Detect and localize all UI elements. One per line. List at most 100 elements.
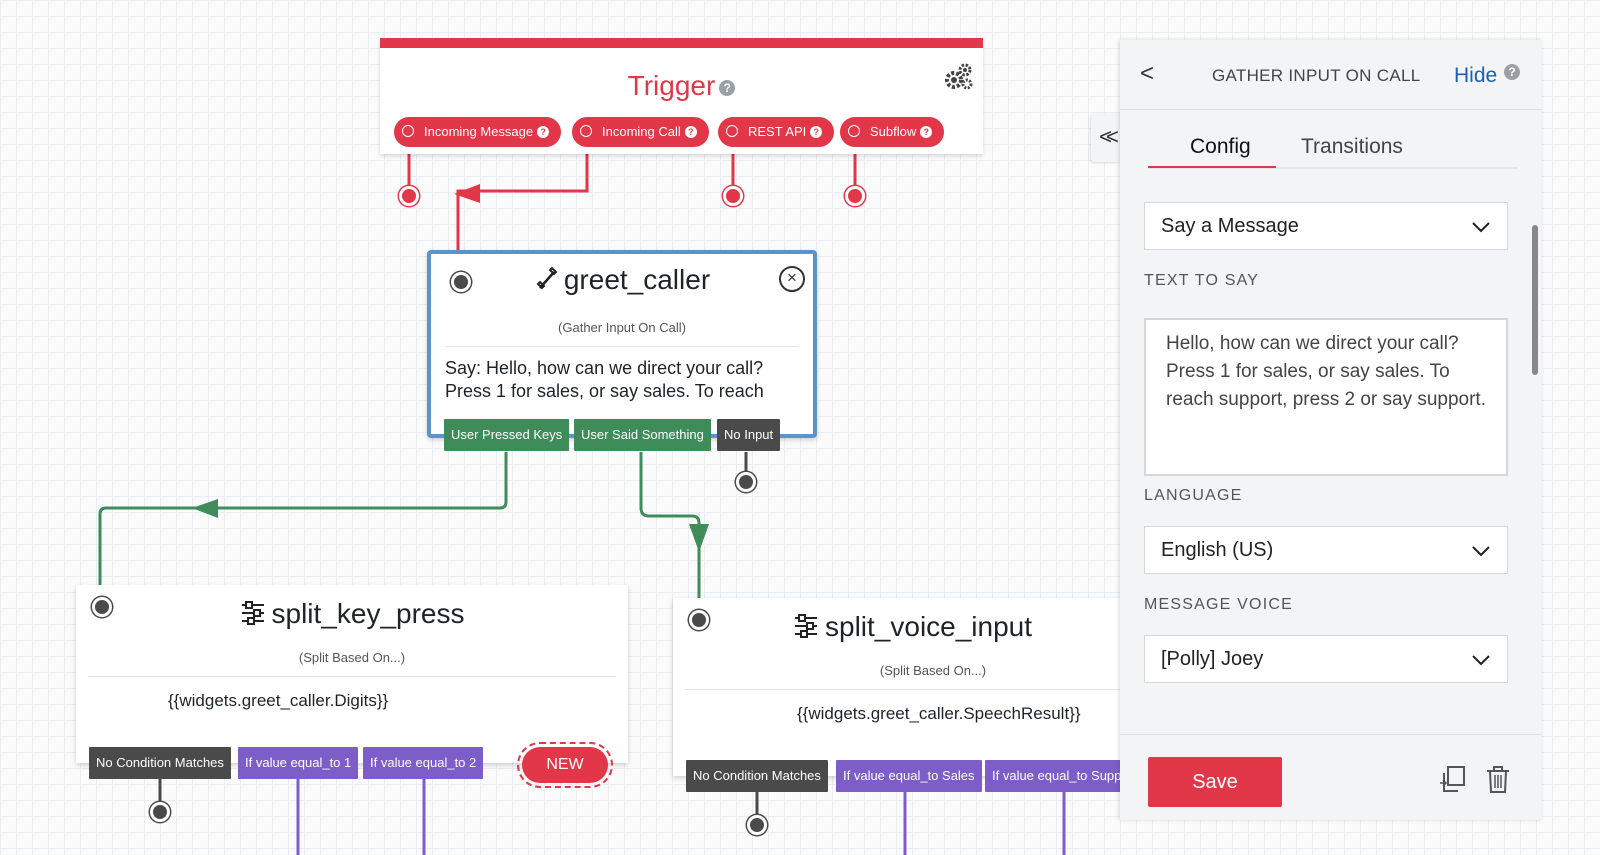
widget-subtitle: (Split Based On...) [879, 663, 987, 678]
language-label: LANGUAGE [1144, 487, 1243, 504]
panel-title: GATHER INPUT ON CALL [1212, 66, 1421, 85]
body-line: Press 1 for sales, or say sales. To reac… [445, 381, 764, 401]
divider [445, 346, 799, 347]
trigger-title-text: Trigger [627, 70, 716, 101]
help-icon: ? [810, 126, 823, 138]
trigger-widget[interactable]: Trigger? Incoming Message? Incoming Call… [380, 38, 983, 154]
port-no-condition-matches[interactable] [150, 802, 170, 822]
duplicate-icon[interactable] [1438, 763, 1470, 795]
transition-equal-to-sales[interactable]: If value equal_to Sales [836, 760, 982, 792]
split-icon [795, 614, 817, 638]
tab-transitions[interactable]: Transitions [1301, 135, 1403, 158]
port-rest-api[interactable] [723, 186, 743, 206]
port-no-condition-matches[interactable] [747, 815, 767, 835]
input-port[interactable] [92, 597, 112, 617]
chevron-down-icon [1472, 222, 1490, 233]
widget-body: Say: Hello, how can we direct your call?… [445, 357, 764, 403]
wire-user-said-something [639, 452, 701, 598]
split-expression: {{widgets.greet_caller.SpeechResult}} [797, 704, 1081, 723]
input-port[interactable] [689, 610, 709, 630]
widget-title-text: greet_caller [563, 264, 711, 295]
back-chevron-icon[interactable]: < [1140, 60, 1155, 87]
radio-ring-icon [402, 125, 414, 137]
chevron-down-icon [1472, 655, 1490, 666]
port-subflow[interactable] [845, 186, 865, 206]
chevron-down-icon [1472, 546, 1490, 557]
text-to-say-textarea[interactable]: Hello, how can we direct your call? Pres… [1144, 318, 1508, 476]
transition-user-pressed-keys[interactable]: User Pressed Keys [444, 419, 570, 451]
port-no-input[interactable] [736, 472, 756, 492]
trash-icon[interactable] [1482, 763, 1514, 795]
save-button[interactable]: Save [1148, 757, 1282, 807]
widget-split-key-press[interactable]: split_key_press (Split Based On...) {{wi… [76, 585, 628, 779]
wire-incoming-call-arrow [454, 184, 480, 203]
panel-footer: Save [1120, 734, 1542, 820]
message-voice-label: MESSAGE VOICE [1144, 596, 1293, 613]
divider [88, 676, 616, 677]
select-value: English (US) [1161, 539, 1274, 561]
help-icon: ? [920, 126, 933, 138]
transition-no-condition-matches[interactable]: No Condition Matches [686, 760, 828, 792]
radio-ring-icon [726, 125, 738, 137]
transition-no-input[interactable]: No Input [717, 419, 781, 451]
panel-header: < GATHER INPUT ON CALL Hide ? [1120, 40, 1542, 110]
divider [685, 689, 1143, 690]
port-incoming-message[interactable] [399, 186, 419, 206]
double-chevron-left-icon: << [1099, 124, 1119, 149]
close-icon[interactable]: × [779, 266, 805, 292]
text-to-say-label: TEXT TO SAY [1144, 272, 1260, 289]
transition-equal-to-1[interactable]: If value equal_to 1 [238, 747, 359, 779]
trigger-subflow[interactable]: Subflow? [840, 117, 945, 147]
transition-no-condition-matches[interactable]: No Condition Matches [89, 747, 231, 779]
split-icon [241, 601, 264, 625]
transition-user-said-something[interactable]: User Said Something [574, 419, 711, 451]
widget-title-text: split_voice_input [825, 611, 1033, 642]
collapse-panel-button[interactable]: << [1091, 114, 1121, 162]
say-play-select[interactable]: Say a Message [1144, 202, 1508, 250]
select-value: [Polly] Joey [1161, 648, 1264, 670]
pill-label: Incoming Call [602, 124, 681, 139]
wire-user-said-something-arrow [689, 524, 709, 552]
input-port[interactable] [451, 272, 471, 292]
widget-title: split_key_press [76, 598, 628, 630]
widget-title: greet_caller [431, 264, 813, 296]
settings-gears-icon[interactable] [943, 62, 973, 92]
wire-user-pressed-keys-arrow [192, 499, 218, 518]
wire-incoming-call [456, 138, 589, 250]
help-icon: ? [684, 126, 697, 138]
widget-title: split_voice_input [673, 611, 1143, 643]
help-icon[interactable]: ? [1504, 64, 1520, 80]
pill-label: REST API [748, 124, 807, 139]
help-icon: ? [537, 126, 550, 138]
new-transition-button[interactable]: NEW [517, 742, 613, 788]
trigger-incoming-call[interactable]: Incoming Call? [572, 117, 709, 147]
radio-ring-icon [580, 125, 592, 137]
active-tab-indicator [1148, 166, 1276, 168]
widget-split-voice-input[interactable]: split_voice_input (Split Based On...) {{… [673, 598, 1143, 792]
select-value: Say a Message [1161, 215, 1299, 237]
language-select[interactable]: English (US) [1144, 526, 1508, 574]
transition-equal-to-support[interactable]: If value equal_to Supp [985, 760, 1143, 792]
tab-config[interactable]: Config [1190, 135, 1251, 158]
panel-scrollbar[interactable] [1532, 225, 1538, 375]
transition-equal-to-2[interactable]: If value equal_to 2 [363, 747, 484, 779]
widget-greet-caller[interactable]: greet_caller × (Gather Input On Call) Sa… [427, 250, 817, 451]
widget-subtitle: (Split Based On...) [298, 650, 406, 665]
trigger-title: Trigger? [380, 70, 983, 102]
body-line: Say: Hello, how can we direct your call? [445, 358, 764, 378]
hide-panel-link[interactable]: Hide [1454, 64, 1498, 87]
widget-subtitle: (Gather Input On Call) [558, 320, 686, 335]
message-voice-select[interactable]: [Polly] Joey [1144, 635, 1508, 683]
wire-user-pressed-keys [98, 452, 508, 585]
radio-ring-icon [848, 125, 860, 137]
inspector-panel: < GATHER INPUT ON CALL Hide ? Config Tra… [1120, 40, 1542, 820]
trigger-incoming-message[interactable]: Incoming Message? [394, 117, 562, 147]
help-icon[interactable]: ? [719, 79, 736, 96]
phone-icon [536, 266, 558, 290]
scroll-fade [1120, 700, 1542, 728]
widget-title-text: split_key_press [271, 598, 465, 629]
new-button-label: NEW [522, 747, 608, 783]
panel-tabs: Config Transitions [1148, 135, 1518, 169]
trigger-rest-api[interactable]: REST API? [718, 117, 835, 147]
pill-label: Subflow [870, 124, 917, 139]
